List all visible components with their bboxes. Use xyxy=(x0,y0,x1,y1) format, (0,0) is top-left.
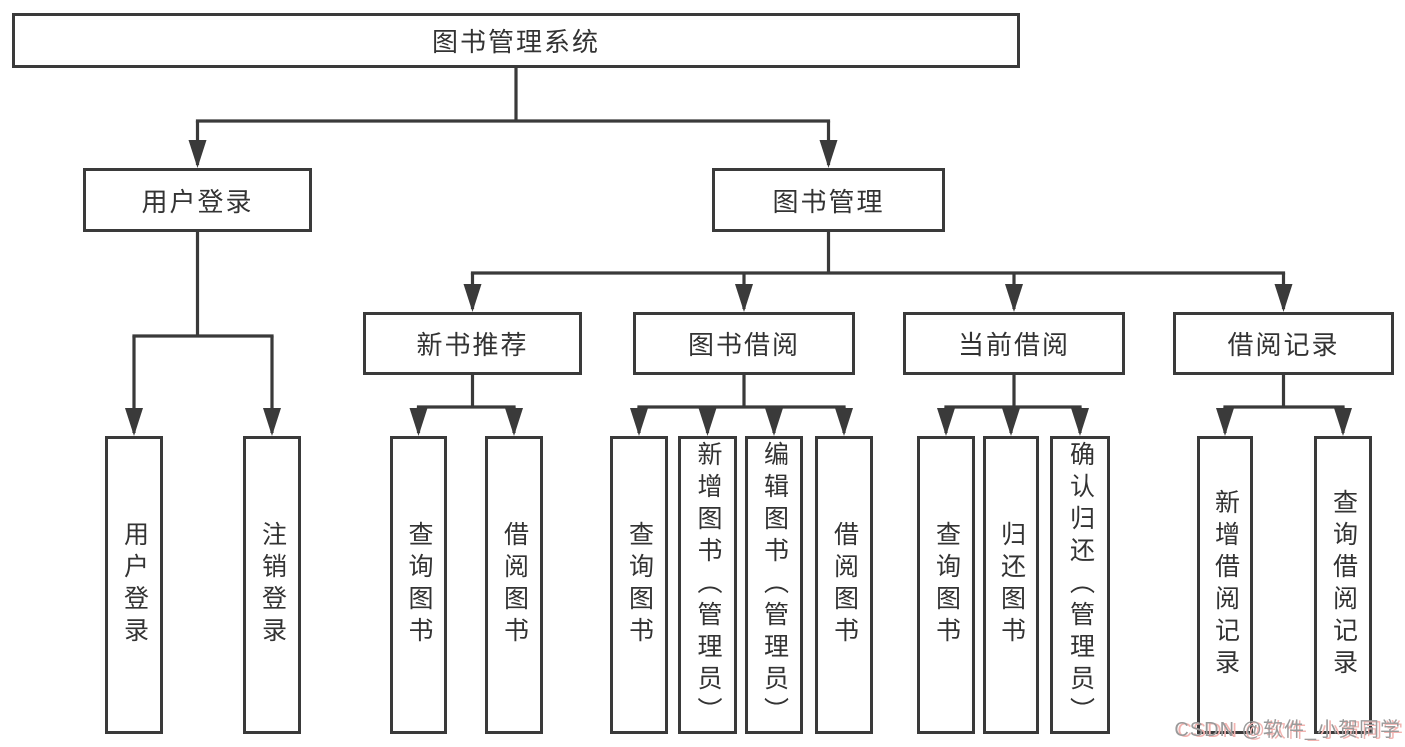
leaf-user-login: 用户登录 xyxy=(105,436,163,734)
leaf-cb-confirm-return-admin: 确认归还（管理员） xyxy=(1050,436,1110,734)
leaf-cb-query-books-label: 查询图书 xyxy=(932,521,961,649)
leaf-nb-borrow-books-label: 借阅图书 xyxy=(500,521,529,649)
leaf-nb-query-books: 查询图书 xyxy=(390,436,447,734)
csdn-watermark: CSDN @软件_小贺同学 xyxy=(1174,719,1401,741)
leaf-cb-query-books: 查询图书 xyxy=(917,436,975,734)
node-borrowing-records: 借阅记录 xyxy=(1173,312,1394,375)
leaf-br-query-record: 查询借阅记录 xyxy=(1314,436,1372,734)
leaf-bb-edit-books-admin: 编辑图书（管理员） xyxy=(745,436,803,734)
leaf-cb-return-books-label: 归还图书 xyxy=(997,521,1026,649)
leaf-bb-edit-books-admin-label: 编辑图书（管理员） xyxy=(760,441,789,729)
leaf-nb-borrow-books: 借阅图书 xyxy=(485,436,543,734)
leaf-cb-return-books: 归还图书 xyxy=(983,436,1039,734)
leaf-user-login-label: 用户登录 xyxy=(120,521,149,649)
node-current-borrowing: 当前借阅 xyxy=(903,312,1125,375)
leaf-bb-borrow-books-label: 借阅图书 xyxy=(830,521,859,649)
leaf-bb-borrow-books: 借阅图书 xyxy=(815,436,873,734)
leaf-logout: 注销登录 xyxy=(243,436,301,734)
leaf-br-add-record-label: 新增借阅记录 xyxy=(1211,489,1240,681)
leaf-bb-add-books-admin-label: 新增图书（管理员） xyxy=(694,441,722,729)
leaf-bb-query-books-label: 查询图书 xyxy=(625,521,654,649)
leaf-bb-query-books: 查询图书 xyxy=(610,436,668,734)
node-library-management-system: 图书管理系统 xyxy=(12,13,1020,68)
leaf-nb-query-books-label: 查询图书 xyxy=(405,521,433,649)
node-new-book-recommendation: 新书推荐 xyxy=(363,312,582,375)
leaf-logout-label: 注销登录 xyxy=(258,521,287,649)
leaf-br-query-record-label: 查询借阅记录 xyxy=(1329,489,1358,681)
node-book-borrowing: 图书借阅 xyxy=(633,312,855,375)
leaf-br-add-record: 新增借阅记录 xyxy=(1197,436,1253,734)
node-book-management: 图书管理 xyxy=(712,168,945,232)
leaf-cb-confirm-return-admin-label: 确认归还（管理员） xyxy=(1066,441,1095,729)
node-user-login: 用户登录 xyxy=(83,168,312,232)
leaf-bb-add-books-admin: 新增图书（管理员） xyxy=(678,436,737,734)
